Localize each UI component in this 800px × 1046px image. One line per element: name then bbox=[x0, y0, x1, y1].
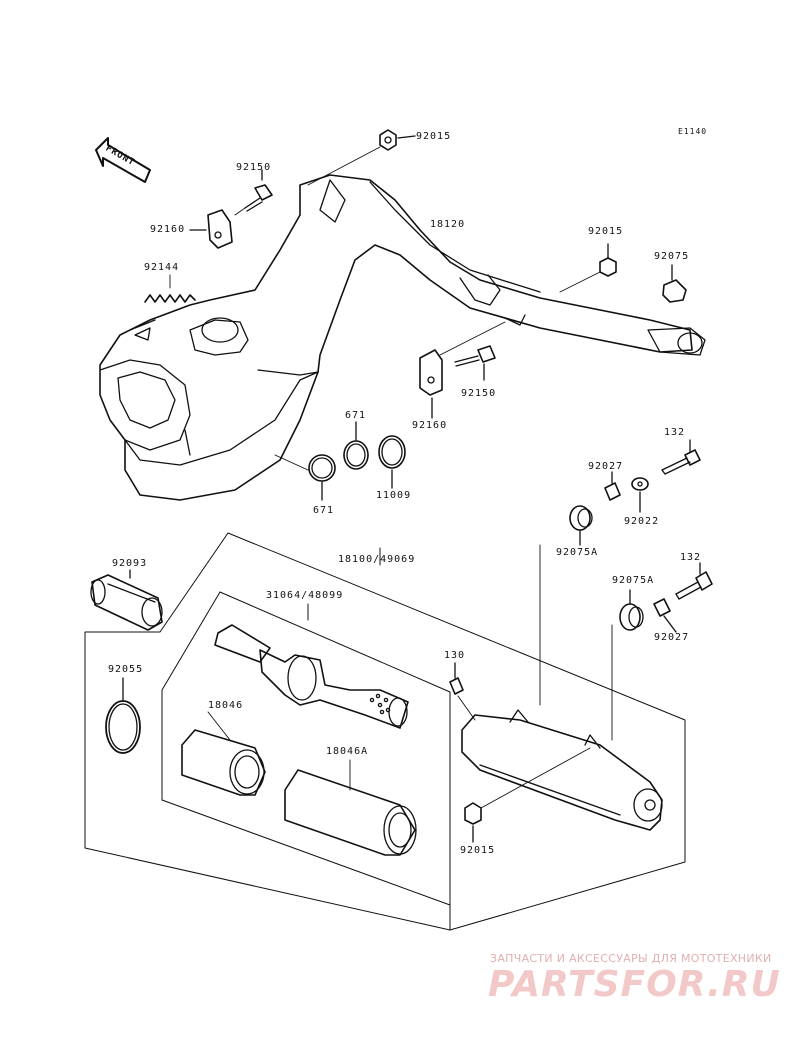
label-92093: 92093 bbox=[112, 558, 148, 569]
nut-92015-top bbox=[307, 129, 416, 186]
label-18046A: 18046A bbox=[326, 746, 369, 757]
spring-92144 bbox=[144, 274, 196, 303]
bolt-92150-mid bbox=[454, 345, 496, 381]
bolt-92150-top bbox=[234, 169, 273, 216]
bracket-92160-top bbox=[189, 209, 233, 249]
label-671-lower: 671 bbox=[313, 505, 335, 516]
bolt-132-bottom bbox=[675, 562, 713, 600]
bolt-132-top bbox=[661, 439, 701, 475]
packing-18046A bbox=[284, 759, 417, 856]
label-671-upper: 671 bbox=[345, 410, 367, 421]
packing-18046 bbox=[181, 711, 266, 796]
label-130: 130 bbox=[444, 650, 466, 661]
label-92022: 92022 bbox=[624, 516, 660, 527]
gasket-671-upper bbox=[343, 421, 369, 470]
label-92055: 92055 bbox=[108, 664, 144, 675]
expansion-chamber-18120 bbox=[99, 174, 706, 501]
damper-92075A-bottom bbox=[619, 589, 644, 631]
label-92075A-top: 92075A bbox=[556, 547, 599, 558]
label-92075: 92075 bbox=[654, 251, 690, 262]
label-132-bottom: 132 bbox=[680, 552, 702, 563]
label-92150-top: 92150 bbox=[236, 162, 272, 173]
label-31064: 31064/48099 bbox=[266, 590, 344, 601]
label-92144: 92144 bbox=[144, 262, 180, 273]
label-18046: 18046 bbox=[208, 700, 244, 711]
diagram-code: E1140 bbox=[678, 127, 708, 136]
label-92015-bottom: 92015 bbox=[460, 845, 496, 856]
damper-92075A-top bbox=[569, 505, 593, 546]
inner-pipe-31064 bbox=[214, 624, 409, 729]
gasket-92055 bbox=[105, 677, 141, 754]
label-11009: 11009 bbox=[376, 490, 412, 501]
collar-92027-top bbox=[604, 471, 621, 501]
label-132-top: 132 bbox=[664, 427, 686, 438]
bracket-92160-mid bbox=[419, 321, 506, 419]
label-92015-top: 92015 bbox=[416, 131, 452, 142]
gasket-671-lower bbox=[274, 454, 336, 501]
silencer-18100 bbox=[461, 544, 663, 831]
label-92015-mid: 92015 bbox=[588, 226, 624, 237]
label-92150-mid: 92150 bbox=[461, 388, 497, 399]
label-92160-mid: 92160 bbox=[412, 420, 448, 431]
nut-92015-bottom bbox=[464, 747, 591, 843]
watermark-brand: PARTSFOR.RU bbox=[488, 964, 781, 1005]
damper-92075 bbox=[662, 264, 687, 303]
label-92075A-bottom: 92075A bbox=[612, 575, 655, 586]
watermark-caption: ЗАПЧАСТИ И АКСЕССУАРЫ ДЛЯ МОТОТЕХНИКИ bbox=[490, 952, 772, 965]
label-92027-top: 92027 bbox=[588, 461, 624, 472]
bolt-130 bbox=[449, 662, 476, 721]
label-18120: 18120 bbox=[430, 219, 466, 230]
nut-92015-mid bbox=[559, 243, 617, 293]
assembly-outline bbox=[84, 532, 686, 931]
washer-92022 bbox=[631, 477, 649, 513]
gasket-11009 bbox=[378, 435, 406, 489]
label-92027-bottom: 92027 bbox=[654, 632, 690, 643]
label-92160-top: 92160 bbox=[150, 224, 186, 235]
front-arrow-icon bbox=[95, 137, 151, 183]
collar-92027-bottom bbox=[653, 598, 677, 633]
label-18100: 18100/49069 bbox=[338, 554, 416, 565]
joint-pipe-92093 bbox=[90, 569, 163, 631]
